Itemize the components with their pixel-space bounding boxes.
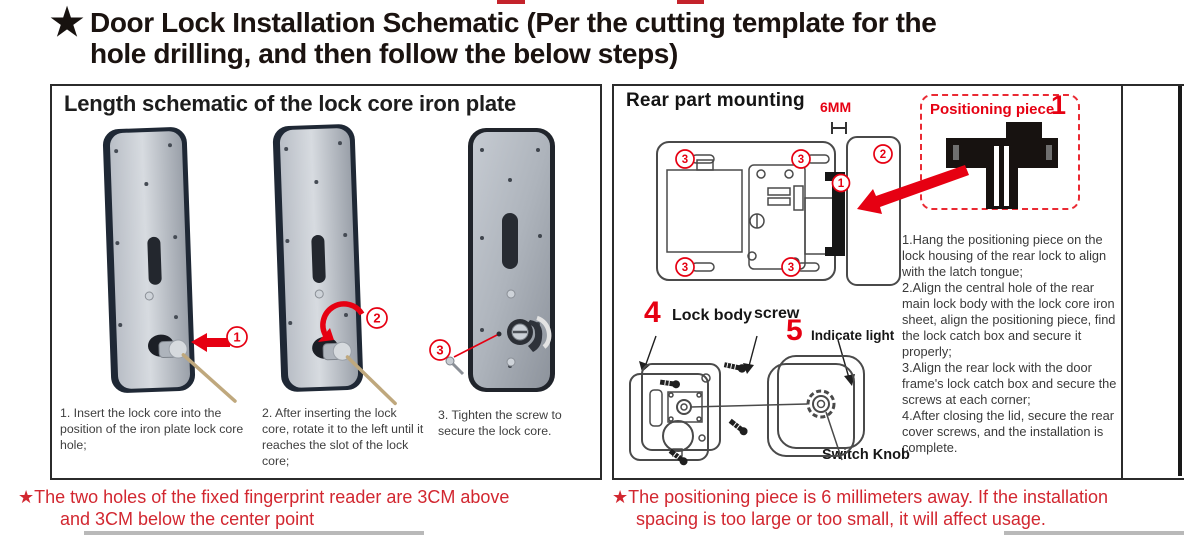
svg-text:3: 3 <box>682 154 688 166</box>
footnote-right-line1: ★The positioning piece is 6 millimeters … <box>612 487 1109 507</box>
footnote-left: ★The two holes of the fixed fingerprint … <box>18 486 509 530</box>
callout-screw: screw <box>754 305 800 322</box>
svg-text:3: 3 <box>798 154 804 166</box>
cutoff-bottom-fragment <box>1004 531 1184 535</box>
svg-text:3: 3 <box>436 343 443 358</box>
circled-marker-2: 2 <box>366 307 388 329</box>
left-panel-length-schematic: Length schematic of the lock core iron p… <box>50 84 602 480</box>
positioning-piece-label: Positioning piece <box>930 101 1055 118</box>
step-text-2: 2. After inserting the lock core, rotate… <box>262 406 424 468</box>
callout-lock-body: Lock body <box>672 307 753 324</box>
iron-plate-figures: 1 <box>102 124 555 406</box>
door-frame-plate <box>846 136 901 286</box>
panel-edge-stub <box>1121 84 1184 86</box>
instruction-item: 3.Align the rear lock with the door fram… <box>902 360 1117 407</box>
positioning-piece-number: 1 <box>1050 90 1066 120</box>
callout-switch-knob: Switch Knob <box>822 447 910 463</box>
left-panel-title: Length schematic of the lock core iron p… <box>64 91 517 116</box>
circled-2-marker: 2 <box>873 144 893 164</box>
instruction-item: 4.After closing the lid, secure the rear… <box>902 408 1114 455</box>
positioning-piece-box: Positioning piece 1 <box>920 90 1080 210</box>
iron-plate-photo-1 <box>102 127 237 403</box>
page-title-line2: hole drilling, and then follow the below… <box>90 38 678 69</box>
lock-core-icon <box>158 339 237 403</box>
footnote-left-line2: and 3CM below the center point <box>60 509 315 529</box>
rotate-arrow-icon <box>318 301 365 342</box>
footnote-right: ★The positioning piece is 6 millimeters … <box>612 486 1108 530</box>
step-text-3: 3. Tighten the screw to secure the lock … <box>438 408 562 438</box>
circled-3-markers: 3 3 3 3 <box>675 149 811 277</box>
callout-indicate-light: Indicate light <box>811 328 895 343</box>
instruction-item: 2.Align the central hole of the rear mai… <box>902 280 1116 359</box>
footnote-left-line1: ★The two holes of the fixed fingerprint … <box>18 487 510 507</box>
instruction-list: 1.Hang the positioning piece on the lock… <box>902 232 1120 456</box>
iron-plate-photo-2 <box>272 124 397 406</box>
iron-plate-photo-3 <box>468 128 555 392</box>
switch-knob-pointer <box>825 411 843 461</box>
battery-box <box>666 159 743 253</box>
footnote-right-line2: spacing is too large or too small, it wi… <box>636 509 1046 529</box>
lock-body-diagram <box>629 335 865 466</box>
cutoff-bottom-fragment <box>84 531 424 535</box>
pointer-line <box>453 334 498 358</box>
svg-text:2: 2 <box>880 149 886 161</box>
callout-arrows <box>645 335 850 379</box>
circled-marker-1: 1 <box>226 326 248 348</box>
svg-text:1: 1 <box>838 178 845 190</box>
step-text-1: 1. Insert the lock core into the positio… <box>60 406 244 452</box>
latch-bar <box>825 172 845 256</box>
lock-core-icon <box>322 341 397 406</box>
cutoff-red-text-fragment <box>677 0 704 4</box>
rear-part-title: Rear part mounting <box>626 90 805 111</box>
callout-number-5: 5 <box>786 314 803 347</box>
panel-edge-stub <box>1121 478 1184 480</box>
screw-icons <box>659 362 748 466</box>
lock-body-illustration <box>629 363 721 461</box>
svg-text:1: 1 <box>233 330 240 345</box>
rear-cover-illustration <box>767 355 865 457</box>
lock-module <box>747 164 835 270</box>
title-star-icon: ★ <box>50 2 85 44</box>
cutoff-red-text-fragment <box>497 0 525 4</box>
rear-mount-diagram: 3 3 3 3 1 2 <box>656 122 969 286</box>
page-title-line1: Door Lock Installation Schematic (Per th… <box>90 7 937 38</box>
lock-core-front-icon <box>496 315 552 352</box>
measure-bracket-icon <box>831 122 847 134</box>
instruction-item: 1.Hang the positioning piece on the lock… <box>902 232 1107 279</box>
svg-text:3: 3 <box>682 262 688 274</box>
svg-text:2: 2 <box>373 311 380 326</box>
dimension-6mm-label: 6MM <box>820 99 852 115</box>
right-panel-rear-mounting: Rear part mounting 6MM <box>612 84 1123 480</box>
alignment-line <box>690 403 808 408</box>
screw-icon <box>445 356 465 376</box>
switch-knob-icon <box>806 389 836 419</box>
svg-text:3: 3 <box>788 262 794 274</box>
circled-1-marker: 1 <box>831 173 851 193</box>
cutoff-vertical-edge <box>1178 86 1182 476</box>
callout-number-4: 4 <box>644 296 661 329</box>
red-arrow-icon <box>191 333 230 352</box>
page-title: Door Lock Installation Schematic (Per th… <box>90 7 937 69</box>
red-arrow-icon <box>857 165 969 214</box>
circled-marker-3: 3 <box>429 339 451 361</box>
